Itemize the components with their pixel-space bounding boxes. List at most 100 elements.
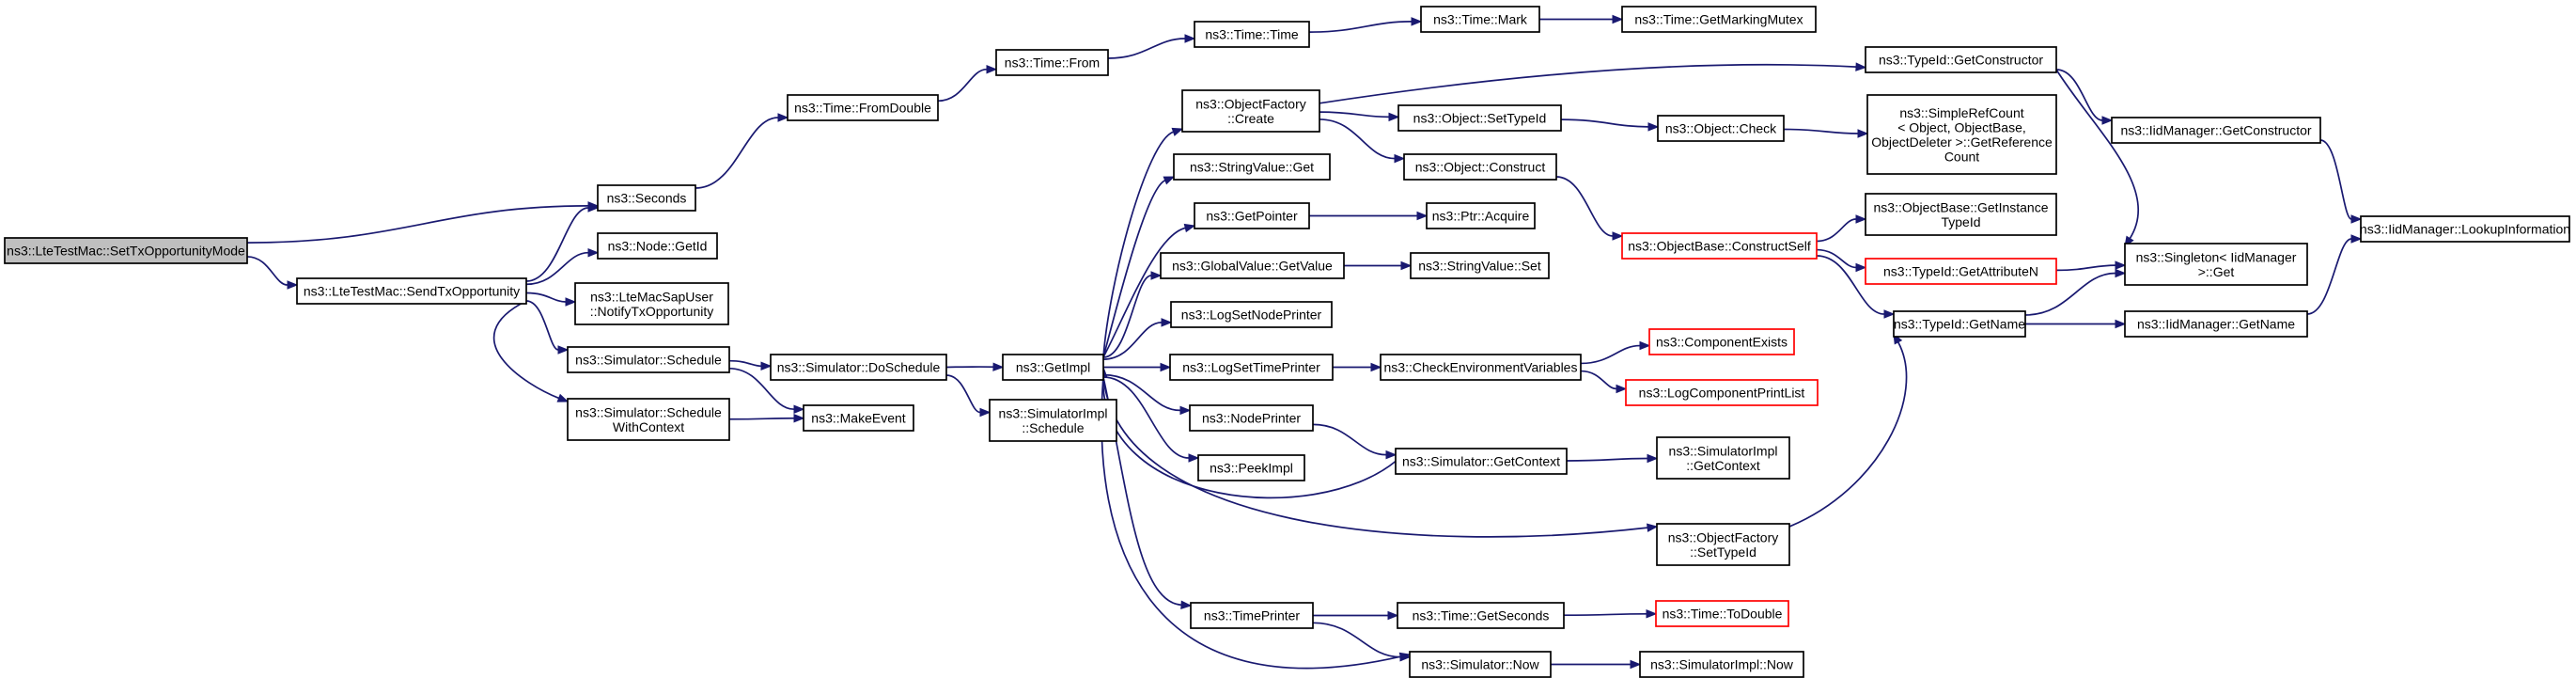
node-box[interactable]: [1181, 89, 1320, 133]
node-peekImpl[interactable]: ns3::PeekImpl: [1197, 454, 1305, 481]
node-box[interactable]: [1190, 602, 1314, 629]
node-box[interactable]: [995, 49, 1109, 76]
node-logSetNodePrinter[interactable]: ns3::LogSetNodePrinter: [1170, 301, 1333, 328]
node-simDoSchedule[interactable]: ns3::Simulator::DoSchedule: [770, 354, 947, 381]
node-box[interactable]: [1656, 436, 1790, 480]
node-box[interactable]: [1420, 6, 1540, 33]
node-logComponentPrintList[interactable]: ns3::LogComponentPrintList: [1625, 379, 1819, 406]
node-box[interactable]: [597, 184, 696, 212]
node-typeIdGetAttributeN[interactable]: ns3::TypeId::GetAttributeN: [1865, 258, 2057, 285]
node-simpleRefCount[interactable]: ns3::SimpleRefCount< Object, ObjectBase,…: [1866, 94, 2057, 175]
node-seconds[interactable]: ns3::Seconds: [597, 184, 696, 212]
node-timeGetMarkingMutex[interactable]: ns3::Time::GetMarkingMutex: [1621, 6, 1817, 33]
node-getImpl[interactable]: ns3::GetImpl: [1002, 354, 1104, 381]
node-box[interactable]: [1865, 193, 2057, 236]
node-timeTime[interactable]: ns3::Time::Time: [1194, 21, 1310, 48]
node-iidMgrGetConstructor[interactable]: ns3::IidManager::GetConstructor: [2111, 117, 2321, 144]
node-box[interactable]: [1409, 651, 1552, 678]
node-simImplGetContext[interactable]: ns3::SimulatorImpl::GetContext: [1656, 436, 1790, 480]
node-typeIdGetConstructor[interactable]: ns3::TypeId::GetConstructor: [1865, 46, 2057, 73]
node-box[interactable]: [989, 399, 1117, 442]
node-box[interactable]: [1160, 252, 1345, 279]
node-box[interactable]: [803, 404, 914, 432]
node-box[interactable]: [1865, 46, 2057, 73]
node-timeGetSeconds[interactable]: ns3::Time::GetSeconds: [1397, 602, 1565, 629]
node-stringValueGet[interactable]: ns3::StringValue::Get: [1173, 153, 1331, 181]
node-box[interactable]: [1648, 328, 1795, 355]
node-box[interactable]: [1197, 454, 1305, 481]
node-box[interactable]: [2360, 215, 2570, 243]
node-simImplNow[interactable]: ns3::SimulatorImpl::Now: [1639, 651, 1804, 678]
node-box[interactable]: [2124, 310, 2308, 338]
node-sendTxOpportunity[interactable]: ns3::LteTestMac::SendTxOpportunity: [296, 277, 527, 305]
node-globalValueGetValue[interactable]: ns3::GlobalValue::GetValue: [1160, 252, 1345, 279]
node-setTxOpportunityMode[interactable]: ns3::LteTestMac::SetTxOpportunityMode: [4, 237, 248, 264]
node-stringValueSet[interactable]: ns3::StringValue::Set: [1410, 252, 1550, 279]
node-box[interactable]: [567, 346, 730, 373]
node-box[interactable]: [574, 282, 729, 325]
node-objBaseConstructSelf[interactable]: ns3::ObjectBase::ConstructSelf: [1621, 232, 1818, 260]
node-box[interactable]: [1656, 523, 1790, 566]
node-singletonGet[interactable]: ns3::Singleton< IidManager>::Get: [2124, 243, 2308, 286]
node-box[interactable]: [296, 277, 527, 305]
node-box[interactable]: [1380, 354, 1582, 381]
node-checkEnvVars[interactable]: ns3::CheckEnvironmentVariables: [1380, 354, 1582, 381]
node-simGetContext[interactable]: ns3::Simulator::GetContext: [1395, 448, 1568, 475]
node-box[interactable]: [1173, 153, 1331, 181]
node-box[interactable]: [1655, 600, 1789, 627]
node-box[interactable]: [597, 232, 718, 260]
node-box[interactable]: [1621, 6, 1817, 33]
node-box[interactable]: [1426, 202, 1536, 229]
node-getPointer[interactable]: ns3::GetPointer: [1194, 202, 1310, 229]
node-box[interactable]: [1865, 258, 2057, 285]
node-nodePrinter[interactable]: ns3::NodePrinter: [1189, 404, 1314, 432]
node-box[interactable]: [1410, 252, 1550, 279]
node-timeMark[interactable]: ns3::Time::Mark: [1420, 6, 1540, 33]
node-box[interactable]: [1397, 104, 1562, 132]
node-box[interactable]: [1395, 448, 1568, 475]
node-iidMgrLookup[interactable]: ns3::IidManager::LookupInformation: [2360, 215, 2570, 243]
node-box[interactable]: [787, 94, 939, 121]
node-box[interactable]: [1621, 232, 1818, 260]
node-logSetTimePrinter[interactable]: ns3::LogSetTimePrinter: [1169, 354, 1334, 381]
node-iidMgrGetName[interactable]: ns3::IidManager::GetName: [2124, 310, 2308, 338]
node-objFactoryCreate[interactable]: ns3::ObjectFactory::Create: [1181, 89, 1320, 133]
node-typeIdGetName[interactable]: ns3::TypeId::GetName: [1893, 310, 2026, 338]
node-box[interactable]: [1397, 602, 1565, 629]
node-notifyTxOpportunity[interactable]: ns3::LteMacSapUser::NotifyTxOpportunity: [574, 282, 729, 325]
node-box[interactable]: [1169, 354, 1334, 381]
node-box[interactable]: [1170, 301, 1333, 328]
node-objSetTypeId[interactable]: ns3::Object::SetTypeId: [1397, 104, 1562, 132]
node-timeFromDouble[interactable]: ns3::Time::FromDouble: [787, 94, 939, 121]
node-box[interactable]: [2111, 117, 2321, 144]
node-box[interactable]: [1893, 310, 2026, 338]
node-simNow[interactable]: ns3::Simulator::Now: [1409, 651, 1552, 678]
node-nodeGetId[interactable]: ns3::Node::GetId: [597, 232, 718, 260]
node-timePrinter[interactable]: ns3::TimePrinter: [1190, 602, 1314, 629]
node-box[interactable]: [4, 237, 248, 264]
node-objCheck[interactable]: ns3::Object::Check: [1657, 115, 1785, 142]
node-timeFrom[interactable]: ns3::Time::From: [995, 49, 1109, 76]
node-componentExists[interactable]: ns3::ComponentExists: [1648, 328, 1795, 355]
node-box[interactable]: [2124, 243, 2308, 286]
node-makeEvent[interactable]: ns3::MakeEvent: [803, 404, 914, 432]
node-box[interactable]: [1866, 94, 2057, 175]
node-box[interactable]: [567, 398, 730, 441]
node-box[interactable]: [1194, 21, 1310, 48]
node-box[interactable]: [1189, 404, 1314, 432]
node-box[interactable]: [1002, 354, 1104, 381]
node-objFactorySetTypeId[interactable]: ns3::ObjectFactory::SetTypeId: [1656, 523, 1790, 566]
node-box[interactable]: [1403, 153, 1557, 181]
node-box[interactable]: [1657, 115, 1785, 142]
node-simImplSchedule[interactable]: ns3::SimulatorImpl::Schedule: [989, 399, 1117, 442]
node-box[interactable]: [770, 354, 947, 381]
node-objConstruct[interactable]: ns3::Object::Construct: [1403, 153, 1557, 181]
node-box[interactable]: [1625, 379, 1819, 406]
node-box[interactable]: [1194, 202, 1310, 229]
node-ptrAcquire[interactable]: ns3::Ptr::Acquire: [1426, 202, 1536, 229]
node-timeToDouble[interactable]: ns3::Time::ToDouble: [1655, 600, 1789, 627]
node-box[interactable]: [1639, 651, 1804, 678]
node-simSchedule[interactable]: ns3::Simulator::Schedule: [567, 346, 730, 373]
